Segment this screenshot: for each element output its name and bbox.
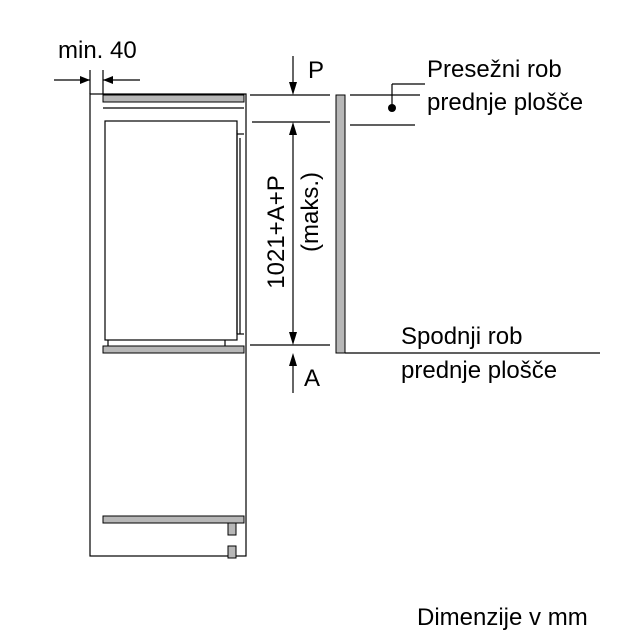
units-note: Dimenzije v mm (417, 604, 588, 631)
lower-edge-label-line1: Spodnji rob (401, 323, 522, 350)
bottom-marker-label: A (304, 365, 320, 392)
upper-edge-leader (388, 83, 425, 112)
bottom-shelf (102, 515, 245, 524)
bottom-marker-arrow (289, 353, 297, 393)
plinth-lower (227, 545, 237, 559)
height-dimension (289, 122, 297, 345)
upper-edge-label-line2: prednje plošče (427, 89, 583, 116)
top-marker-label: P (308, 57, 324, 84)
lower-edge-label-line2: prednje plošče (401, 357, 557, 384)
top-marker-arrow (289, 56, 297, 95)
front-panel (335, 94, 346, 354)
height-note-label: (maks.) (297, 172, 324, 252)
reference-lines (250, 94, 600, 354)
upper-edge-label-line1: Presežni rob (427, 56, 562, 83)
height-formula-label: 1021+A+P (263, 175, 290, 288)
plinth-upper (227, 522, 237, 536)
niche-outline (89, 93, 247, 557)
min-gap-dimension (54, 70, 140, 94)
min-gap-label: min. 40 (58, 37, 137, 64)
top-shelf (102, 94, 245, 103)
middle-shelf (102, 345, 245, 354)
appliance-body (104, 120, 244, 346)
